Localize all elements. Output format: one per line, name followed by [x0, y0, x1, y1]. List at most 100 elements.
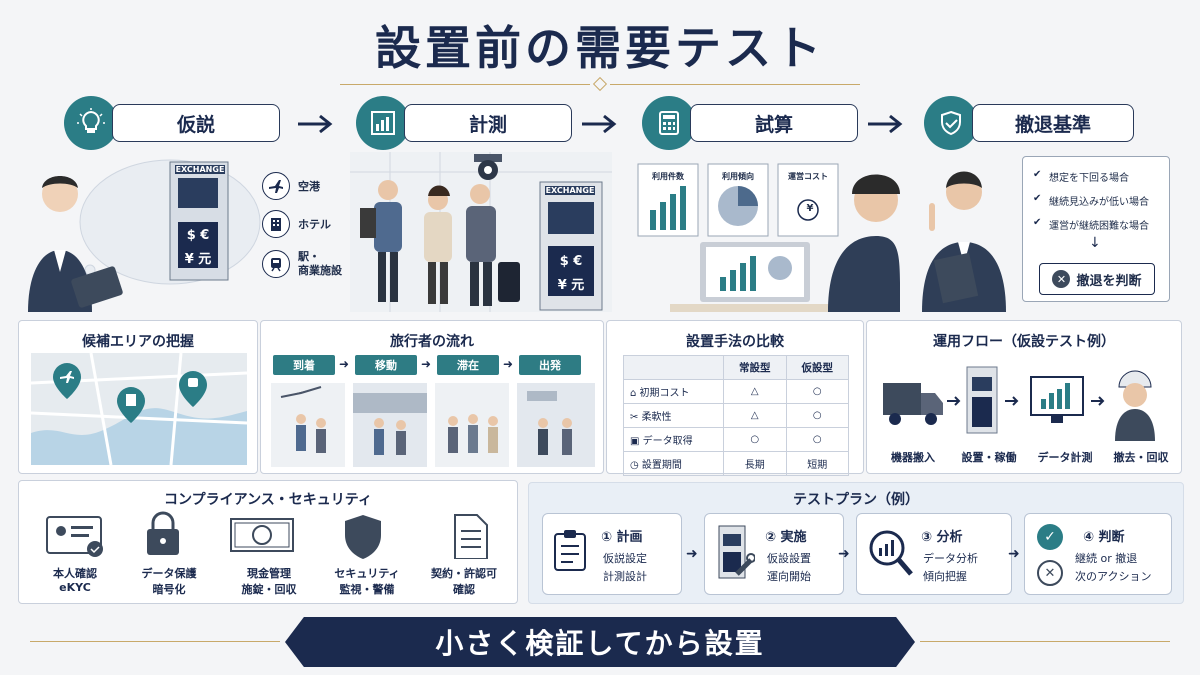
- cash-icon: [230, 518, 294, 552]
- exit-decision-box: ✕ 撤退を判断: [1039, 263, 1155, 295]
- kiosk-currency-top: $ €: [559, 254, 583, 269]
- airplane-icon: [262, 172, 290, 200]
- shield-icon: [345, 515, 381, 559]
- step-label-estimate: 試算: [690, 104, 858, 142]
- step-label-hypothesis: 仮説: [112, 104, 280, 142]
- arrow-right-icon: ➜: [838, 546, 850, 562]
- place-station: 駅・ 商業施設: [298, 250, 342, 277]
- magnifier-chart-icon: [869, 530, 913, 576]
- bottom-rule-left: [30, 641, 280, 642]
- compare-cell: ○: [785, 427, 849, 452]
- testplan-card-plan: ① 計画 仮説設定 計測設計: [542, 513, 682, 595]
- kiosk-currency-top: $ €: [186, 228, 210, 243]
- kiosk-sign: EXCHANGE: [175, 165, 225, 174]
- exit-criteria-card: ✔ 想定を下回る場合 ✔ 継続見込みが低い場合 ✔ 運営が継続困難な場合 ↓ ✕…: [1022, 156, 1170, 302]
- ops-step-delivery: 機器搬入: [891, 451, 935, 464]
- compliance-data-protection: データ保護暗号化: [141, 567, 197, 596]
- shield-check-icon: [924, 96, 978, 150]
- hypothesis-scene: [10, 152, 350, 312]
- compare-cell: ○: [785, 379, 849, 404]
- clipboard-icon: [554, 530, 586, 571]
- compare-cell: △: [723, 379, 787, 404]
- step-label-measure: 計測: [404, 104, 572, 142]
- ops-panel-title: 運用フロー（仮設テスト例）: [933, 334, 1115, 350]
- traveler-illustrations: [271, 383, 595, 467]
- exit-criterion-1: 想定を下回る場合: [1049, 173, 1129, 184]
- worker-icon: [1115, 370, 1155, 441]
- compare-panel-title: 設置手法の比較: [686, 334, 784, 350]
- compare-cell: ○: [723, 427, 787, 452]
- yen-symbol: ¥: [806, 203, 814, 214]
- step-label-exit-criteria: 撤退基準: [972, 104, 1134, 142]
- compare-row-label: ⌂ 初期コスト: [623, 379, 724, 404]
- x-circle-icon: ✕: [1037, 560, 1063, 586]
- ops-panel: 運用フロー（仮設テスト例） 機器搬入 設置・稼働 データ計測 撤去・回収: [866, 320, 1182, 474]
- arrow-right-icon: ➜: [421, 357, 432, 371]
- title-rule-left: [340, 84, 590, 85]
- compare-header-blank: [623, 355, 724, 380]
- testplan-card-analyze: ③ 分析 データ分析 傾向把握: [856, 513, 1012, 595]
- ops-step-measure: データ計測: [1037, 451, 1093, 464]
- lightbulb-icon: [64, 96, 118, 150]
- lock-icon: [147, 511, 179, 555]
- arrow-right-icon: ➜: [686, 546, 698, 562]
- home-icon: ⌂: [630, 388, 640, 399]
- data-icon: ▣: [630, 436, 643, 447]
- kiosk-currency-bottom: ¥ 元: [557, 278, 585, 293]
- travelers-panel: 旅行者の流れ 到着 ➜ 移動 ➜ 滞在 ➜ 出発: [260, 320, 604, 474]
- travelers-panel-title: 旅行者の流れ: [390, 334, 474, 350]
- compare-cell: ○: [785, 403, 849, 428]
- compare-header-permanent: 常設型: [723, 355, 787, 380]
- document-icon: [454, 514, 488, 559]
- area-map: [31, 353, 247, 465]
- exit-decision-label: 撤退を判断: [1076, 273, 1142, 289]
- table-row: ✂ 柔軟性 △ ○: [623, 403, 849, 428]
- compare-panel: 設置手法の比較 常設型 仮設型 ⌂ 初期コスト △ ○ ✂ 柔軟性 △ ○ ▣ …: [606, 320, 864, 476]
- arrow-right-icon: ➜: [503, 357, 514, 371]
- compliance-security: セキュリティ監視・警備: [334, 567, 400, 596]
- clock-icon: ◷: [630, 460, 642, 471]
- trial-card-operating-cost: 運営コスト: [788, 172, 828, 181]
- exit-criterion-3: 運営が継続困難な場合: [1049, 221, 1149, 232]
- arrow-right-icon: [298, 114, 333, 134]
- area-panel-title: 候補エリアの把握: [82, 334, 194, 350]
- check-icon: ✔: [1033, 169, 1042, 180]
- tools-icon: ✂: [630, 412, 642, 423]
- kiosk-icon: [966, 366, 998, 434]
- compliance-icons: [46, 511, 488, 559]
- ops-flow-icons: [883, 366, 1155, 441]
- table-row: ▣ データ取得 ○ ○: [623, 427, 849, 452]
- monitor-chart-icon: [1030, 376, 1084, 423]
- kiosk-wrench-icon: [718, 525, 755, 579]
- compliance-contract: 契約・許認可確認: [431, 567, 497, 596]
- measure-scene: [350, 152, 612, 312]
- train-icon: [262, 250, 290, 278]
- title-ornament: [592, 76, 608, 92]
- compare-row-label: ✂ 柔軟性: [623, 403, 724, 428]
- arrow-right-icon: [868, 114, 903, 134]
- testplan-card-decide: ✓ ✕ ④ 判断 継続 or 撤退 次のアクション: [1024, 513, 1172, 595]
- kiosk-sign: EXCHANGE: [545, 186, 595, 195]
- trial-card-usage-count: 利用件数: [652, 172, 684, 181]
- compare-table: 常設型 仮設型 ⌂ 初期コスト △ ○ ✂ 柔軟性 △ ○ ▣ データ取得 ○ …: [623, 355, 849, 476]
- page-title: 設置前の需要テスト: [375, 21, 825, 75]
- table-row: ◷ 設置期間 長期 短期: [623, 451, 849, 476]
- check-circle-icon: ✓: [1037, 524, 1063, 550]
- flow-move: 移動: [355, 355, 417, 375]
- compare-header-temporary: 仮設型: [785, 355, 849, 380]
- ops-step-install: 設置・稼働: [961, 451, 1017, 464]
- exit-scene: [908, 152, 1018, 312]
- bottom-rule-right: [920, 641, 1170, 642]
- close-circle-icon: ✕: [1052, 270, 1071, 288]
- flow-stay: 滞在: [437, 355, 499, 375]
- ops-step-remove: 撤去・回収: [1113, 451, 1169, 464]
- building-icon: [262, 210, 290, 238]
- exit-criterion-2: 継続見込みが低い場合: [1049, 197, 1149, 208]
- id-card-icon: [46, 516, 103, 557]
- conclusion-banner: 小さく検証してから設置: [285, 617, 915, 667]
- check-icon: ✔: [1033, 217, 1042, 228]
- calculator-icon: [642, 96, 696, 150]
- arrow-right-icon: [582, 114, 617, 134]
